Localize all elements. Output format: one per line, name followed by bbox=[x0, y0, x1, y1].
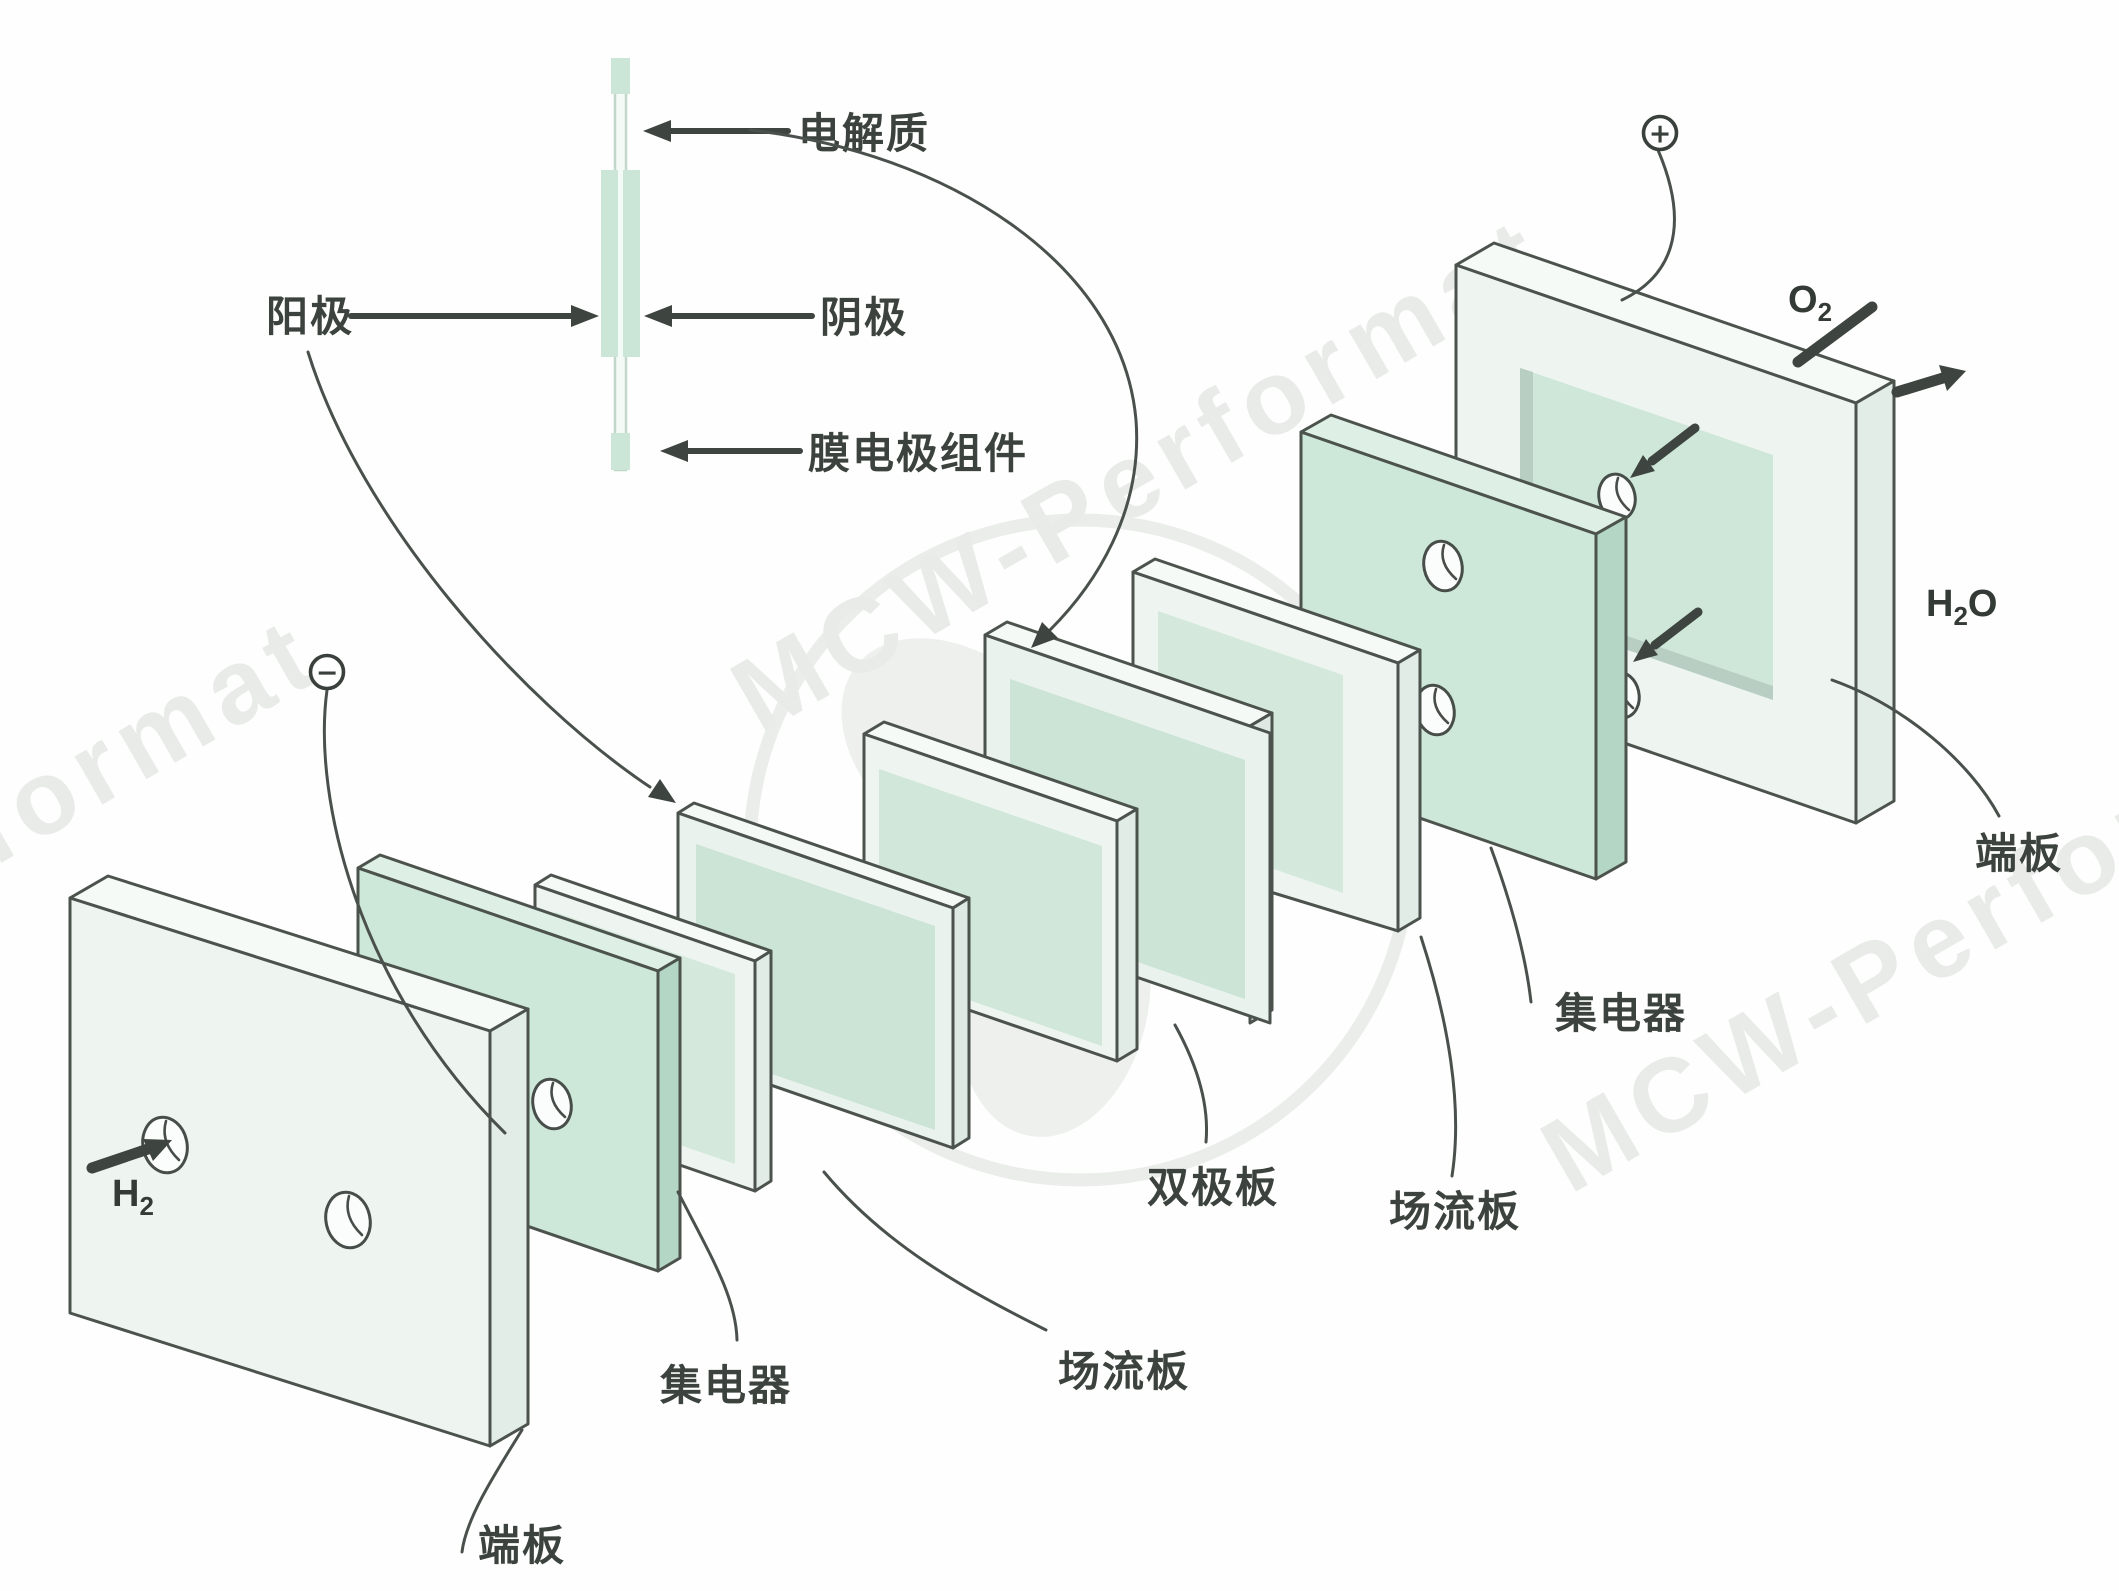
end-plate-right-leader bbox=[1830, 678, 2001, 818]
flow-field-right-leader bbox=[1419, 935, 1458, 1178]
bipolar-label: 双极板 bbox=[1147, 1164, 1279, 1211]
plate-collector-right bbox=[1299, 413, 1628, 881]
electrolyte-label: 电解质 bbox=[798, 110, 930, 157]
o2-inlet-arrow-icon bbox=[1792, 301, 1878, 368]
mea-arrow-icon bbox=[660, 440, 803, 462]
cathode-label: 阴极 bbox=[820, 294, 908, 341]
h2o-outlet-arrow-icon bbox=[1891, 365, 1966, 398]
flow-field-left-label: 场流板 bbox=[1058, 1348, 1190, 1395]
connector-curves bbox=[306, 128, 2001, 1554]
negative-terminal-curve bbox=[322, 688, 507, 1135]
collector-right-leader bbox=[1489, 846, 1533, 1004]
bolt-hole bbox=[1422, 539, 1464, 593]
screw-arrow-icon bbox=[1630, 423, 1700, 478]
mea-label: 膜电极组件 bbox=[808, 430, 1028, 477]
membrane-tab-bottom bbox=[611, 433, 630, 470]
end-plate-right-label: 端板 bbox=[1975, 830, 2063, 877]
collector-left-label: 集电器 bbox=[659, 1362, 792, 1409]
flow-field-left-leader bbox=[822, 1170, 1048, 1332]
bipolar-leader bbox=[1173, 1023, 1208, 1144]
plate-end-left bbox=[68, 874, 530, 1448]
anode-strip bbox=[601, 170, 618, 357]
cathode-arrow-icon bbox=[644, 305, 815, 327]
anode-label: 阳极 bbox=[266, 293, 354, 340]
bolt-hole bbox=[1414, 683, 1456, 737]
positive-terminal-curve bbox=[1620, 148, 1676, 302]
svg-text:+: + bbox=[1649, 119, 1672, 150]
flow-field-right-label: 场流板 bbox=[1389, 1188, 1521, 1235]
svg-text:−: − bbox=[316, 658, 339, 689]
cathode-strip bbox=[623, 170, 640, 357]
mea-schematic: 电解质 阳极 阴极 膜电极组件 bbox=[266, 58, 1028, 477]
bolt-hole bbox=[1597, 472, 1637, 522]
mea-position-arrow bbox=[748, 128, 1139, 648]
negative-terminal-icon: − bbox=[308, 653, 346, 691]
membrane-tab-top bbox=[611, 58, 630, 94]
collector-left-leader bbox=[676, 1190, 739, 1342]
end-plate-left-leader bbox=[460, 1428, 524, 1554]
screw-arrow-icon bbox=[1633, 607, 1703, 662]
positive-terminal-icon: + bbox=[1641, 114, 1679, 152]
h2-inlet-arrow-icon bbox=[86, 1139, 172, 1174]
h2o-label: H2O bbox=[1926, 583, 1997, 631]
bolt-hole bbox=[531, 1077, 573, 1131]
collector-right-label: 集电器 bbox=[1554, 990, 1687, 1037]
o2-label: O2 bbox=[1788, 279, 1832, 327]
anode-arrow-icon bbox=[348, 305, 599, 327]
bolt-hole bbox=[324, 1190, 372, 1250]
anode-position-arrow bbox=[306, 350, 676, 803]
h2-label: H2 bbox=[112, 1173, 154, 1221]
end-plate-left-label: 端板 bbox=[478, 1522, 566, 1569]
